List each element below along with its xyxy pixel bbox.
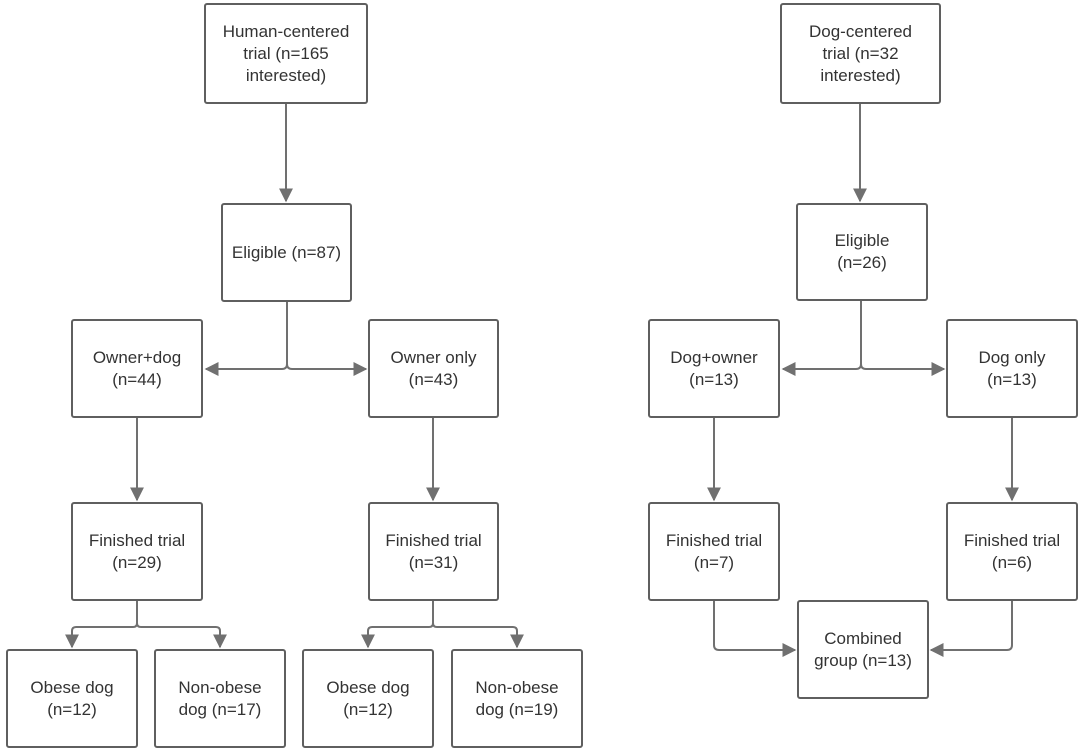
node-owner-dog: Owner+dog(n=44) xyxy=(71,319,203,418)
node-label-line: (n=26) xyxy=(837,253,887,272)
node-owner-only: Owner only(n=43) xyxy=(368,319,499,418)
node-label: Dog only(n=13) xyxy=(978,347,1045,391)
node-label-line: Finished trial xyxy=(88,530,186,550)
node-label-line: Finished trial xyxy=(665,530,763,550)
node-label-line: Non-obese xyxy=(475,677,559,697)
node-label-line: dog (n=19) xyxy=(475,699,559,719)
node-label-line: Non-obese xyxy=(178,677,262,697)
node-label-line: (n=13) xyxy=(689,369,739,389)
edge-owner-only-finished-to-oo-obese xyxy=(361,601,434,649)
node-label: Finished trial(n=7) xyxy=(666,530,762,574)
node-label-line: dog (n=17) xyxy=(178,699,262,719)
node-od-obese: Obese dog(n=12) xyxy=(6,649,138,748)
node-label-line: (n=13) xyxy=(987,369,1037,389)
node-owner-only-finished: Finished trial(n=31) xyxy=(368,502,499,601)
edge-dog-eligible-to-dog-owner xyxy=(781,301,862,376)
node-oo-obese: Obese dog(n=12) xyxy=(302,649,434,748)
node-dog-only-finished: Finished trial(n=6) xyxy=(946,502,1078,601)
node-label-line: (n=12) xyxy=(343,699,393,719)
node-label-line: (n=7) xyxy=(693,552,735,572)
node-label-line: trial (n=32 xyxy=(822,43,899,63)
node-label-line: Finished trial xyxy=(963,530,1061,550)
edge-owner-dog-finished-to-od-nonobese xyxy=(136,601,227,649)
node-label-line: Owner+dog xyxy=(92,347,182,367)
node-label-line: Finished trial xyxy=(385,530,482,550)
edge-human-eligible-to-owner-dog xyxy=(204,302,288,376)
node-label: Eligible (n=26) xyxy=(835,230,890,274)
edge-dog-only-finished-to-combined-group xyxy=(929,601,1013,657)
node-label: Obese dog(n=12) xyxy=(30,677,113,721)
node-label-line: group (n=13) xyxy=(814,650,912,670)
node-label-line: Obese dog xyxy=(30,677,114,697)
node-label-line: (n=29) xyxy=(112,552,162,572)
edge-human-eligible-to-owner-only xyxy=(286,302,368,376)
node-label-line: Owner only xyxy=(390,347,477,367)
node-label-line: (n=43) xyxy=(408,369,459,389)
node-label: Eligible (n=87) xyxy=(232,242,341,264)
node-label: Dog+owner(n=13) xyxy=(670,347,757,391)
node-dog-owner-finished: Finished trial(n=7) xyxy=(648,502,780,601)
edge-dog-eligible-to-dog-only xyxy=(860,301,946,376)
node-label-line: (n=12) xyxy=(47,699,97,719)
node-label: Finished trial(n=31) xyxy=(385,530,481,574)
node-label-line: interested) xyxy=(245,65,327,85)
node-label-line: Dog only xyxy=(978,347,1046,367)
node-label-line: interested) xyxy=(820,65,901,85)
edge-owner-only-finished-to-oo-nonobese xyxy=(432,601,524,649)
node-label-line: Eligible xyxy=(834,231,890,250)
node-human-eligible: Eligible (n=87) xyxy=(221,203,352,302)
node-dog-owner: Dog+owner(n=13) xyxy=(648,319,780,418)
node-dog-eligible: Eligible (n=26) xyxy=(796,203,928,301)
edge-dog-owner-finished-to-combined-group xyxy=(713,601,797,657)
node-label-line: (n=31) xyxy=(408,552,459,572)
node-label-line: (n=6) xyxy=(991,552,1033,572)
node-label: Finished trial(n=6) xyxy=(964,530,1060,574)
node-owner-dog-finished: Finished trial(n=29) xyxy=(71,502,203,601)
node-label: Owner+dog(n=44) xyxy=(93,347,181,391)
node-label: Obese dog(n=12) xyxy=(326,677,409,721)
node-label-line: Obese dog xyxy=(326,677,410,697)
node-label-line: Human-centered xyxy=(222,21,350,41)
edge-owner-dog-finished-to-od-obese xyxy=(65,601,138,649)
node-dog-only: Dog only(n=13) xyxy=(946,319,1078,418)
node-label-line: trial (n=165 xyxy=(243,43,329,63)
node-label: Owner only(n=43) xyxy=(391,347,477,391)
node-label-line: Dog+owner xyxy=(670,347,758,367)
node-label-line: Combined xyxy=(824,628,902,648)
node-label-line: (n=44) xyxy=(112,369,162,389)
node-label-line: Eligible (n=87) xyxy=(231,242,342,262)
node-label-line: Dog-centered xyxy=(808,21,912,41)
node-label: Finished trial(n=29) xyxy=(89,530,185,574)
